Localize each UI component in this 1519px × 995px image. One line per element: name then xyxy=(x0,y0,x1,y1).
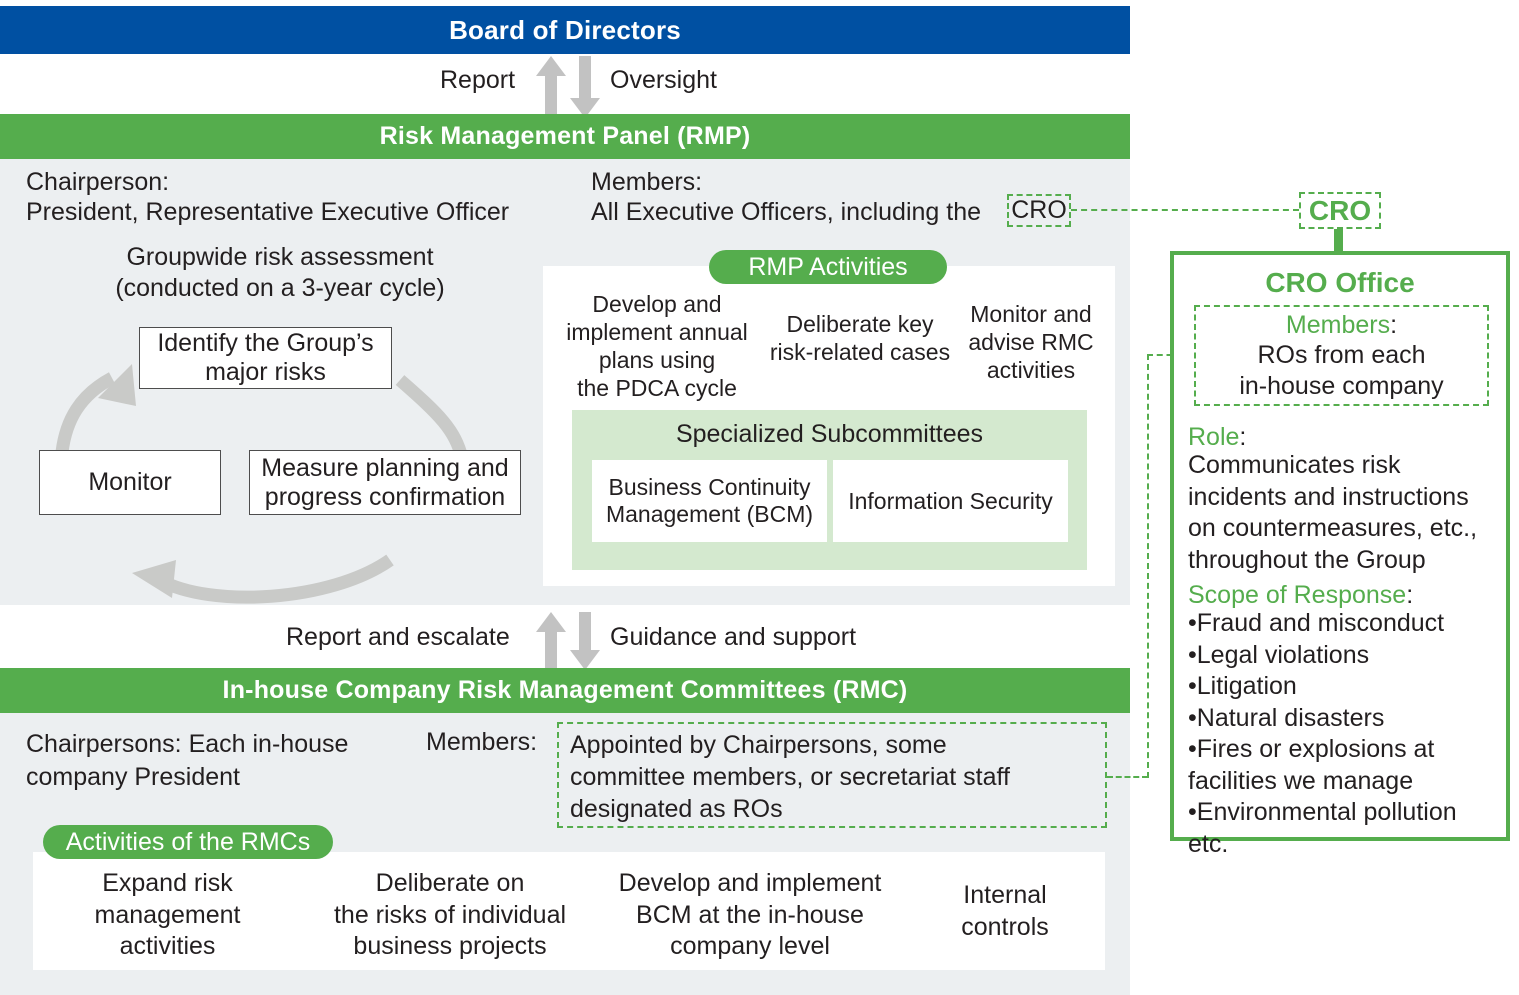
rmp-members-value-prefix: All Executive Officers, including the xyxy=(591,198,982,226)
rmp-title: Risk Management Panel (RMP) xyxy=(379,122,751,150)
cro-office-role-colon: : xyxy=(1239,423,1247,451)
cro-office-scope-label-row: Scope of Response: xyxy=(1188,581,1413,611)
scope-list-item: •Litigation xyxy=(1188,672,1297,700)
rmp-header-bar: Risk Management Panel (RMP) xyxy=(0,114,1130,159)
cro-office-members-label-row: Members: xyxy=(1194,311,1489,341)
cycle-box-measure-line1: Measure planning and xyxy=(261,453,509,482)
rmc-activity-item-4: Internal controls xyxy=(961,881,1049,941)
rmp-activity-item-3: Monitor and advise RMC activities xyxy=(968,301,1094,384)
cro-office-role-label: Role xyxy=(1188,423,1240,451)
report-up-arrow xyxy=(536,56,566,118)
guidance-and-support-label: Guidance and support xyxy=(610,623,857,651)
scope-list-item: •Fires or explosions at facilities we ma… xyxy=(1188,735,1435,795)
cro-office-members-dashed-box xyxy=(1194,305,1489,406)
oversight-label: Oversight xyxy=(610,66,717,94)
cro-office-scope-list: •Fraud and misconduct •Legal violations … xyxy=(1188,608,1500,860)
rmc-activities-pill: Activities of the RMCs xyxy=(43,825,333,859)
cycle-box-measure: Measure planning and progress confirmati… xyxy=(249,450,521,515)
rmc-title: In-house Company Risk Management Committ… xyxy=(222,676,908,704)
cro-connector-lower-v xyxy=(1147,354,1149,778)
rmp-activity-item-1: Develop and implement annual plans using… xyxy=(566,291,748,402)
cro-tag: CRO xyxy=(1299,192,1381,229)
cro-stem-connector xyxy=(1334,229,1343,253)
rmc-members-dashed-box xyxy=(557,722,1107,828)
report-label: Report xyxy=(440,66,516,94)
groupwide-assessment-title-line2: (conducted on a 3-year cycle) xyxy=(115,274,445,302)
cycle-box-monitor: Monitor xyxy=(39,450,221,515)
cro-office-scope-label: Scope of Response xyxy=(1188,581,1407,609)
scope-list-item: •Natural disasters xyxy=(1188,703,1385,732)
board-of-directors-bar: Board of Directors xyxy=(0,6,1130,54)
cro-office-role-label-row: Role: xyxy=(1188,423,1246,453)
rmp-activities-pill-label: RMP Activities xyxy=(748,252,908,281)
cycle-box-identify-line1: Identify the Group’s xyxy=(157,329,374,358)
rmc-activities-card xyxy=(33,852,1105,970)
cro-office-members-colon: : xyxy=(1390,311,1398,339)
cycle-arrows-group xyxy=(55,364,492,604)
cycle-box-monitor-line1: Monitor xyxy=(88,468,172,497)
rmp-members-cro-tag: CRO xyxy=(1007,194,1071,227)
cycle-box-identify: Identify the Group’s major risks xyxy=(139,327,392,389)
cro-office-title: CRO Office xyxy=(1265,267,1415,298)
board-of-directors-title: Board of Directors xyxy=(449,14,681,45)
rmp-chairperson-label: Chairperson: xyxy=(26,168,170,196)
cro-connector-lower-h1 xyxy=(1107,776,1148,778)
specialized-subcommittees-title: Specialized Subcommittees xyxy=(675,420,984,448)
subcommittee-information-security: Information Security xyxy=(833,460,1068,542)
rmc-members-value: Appointed by Chairpersons, some committe… xyxy=(570,731,1010,823)
cro-office-box xyxy=(1170,251,1510,841)
guidance-support-down-arrow xyxy=(570,612,600,670)
scope-list-item: •Fraud and misconduct xyxy=(1188,609,1445,637)
cro-office-members-value: ROs from each in-house company xyxy=(1239,341,1444,401)
rmp-activity-item-2: Deliberate key risk-related cases xyxy=(769,311,951,366)
rmc-chairpersons-text: Chairpersons: Each in-house company Pres… xyxy=(26,730,349,791)
rmp-activities-pill: RMP Activities xyxy=(709,250,947,284)
cro-office-role-value: Communicates risk incidents and instruct… xyxy=(1188,451,1478,574)
rmp-members-label: Members: xyxy=(591,168,703,196)
scope-list-item: •Environmental pollution etc. xyxy=(1188,798,1457,858)
cycle-box-identify-line2: major risks xyxy=(205,358,326,386)
rmc-activities-pill-label: Activities of the RMCs xyxy=(65,827,311,856)
rmc-activity-item-1: Expand risk management activities xyxy=(94,869,241,960)
subcommittee-bcm: Business Continuity Management (BCM) xyxy=(592,460,827,542)
cro-office-scope-colon: : xyxy=(1406,581,1414,609)
rmc-header-bar: In-house Company Risk Management Committ… xyxy=(0,668,1130,713)
rmp-chairperson-value: President, Representative Executive Offi… xyxy=(26,198,510,226)
rmp-members-cro-tag-label: CRO xyxy=(1011,195,1067,224)
report-and-escalate-label: Report and escalate xyxy=(286,623,510,651)
scope-list-item: •Legal violations xyxy=(1188,640,1370,669)
rmc-activity-item-2: Deliberate on the risks of individual bu… xyxy=(333,869,567,960)
cro-tag-label: CRO xyxy=(1308,194,1372,226)
groupwide-assessment-title-line1: Groupwide risk assessment xyxy=(126,243,434,271)
cro-connector-lower-h2 xyxy=(1147,354,1192,356)
rmp-members-value: All Executive Officers, including the xyxy=(591,198,981,228)
report-escalate-up-arrow xyxy=(536,612,566,670)
cro-connector-top xyxy=(1071,209,1299,211)
rmc-activity-item-3: Develop and implement BCM at the in-hous… xyxy=(618,869,882,960)
oversight-down-arrow xyxy=(570,56,600,118)
cycle-box-measure-line2: progress confirmation xyxy=(264,482,506,511)
cro-office-members-label: Members xyxy=(1285,311,1391,339)
rmc-members-label: Members: xyxy=(426,728,538,756)
